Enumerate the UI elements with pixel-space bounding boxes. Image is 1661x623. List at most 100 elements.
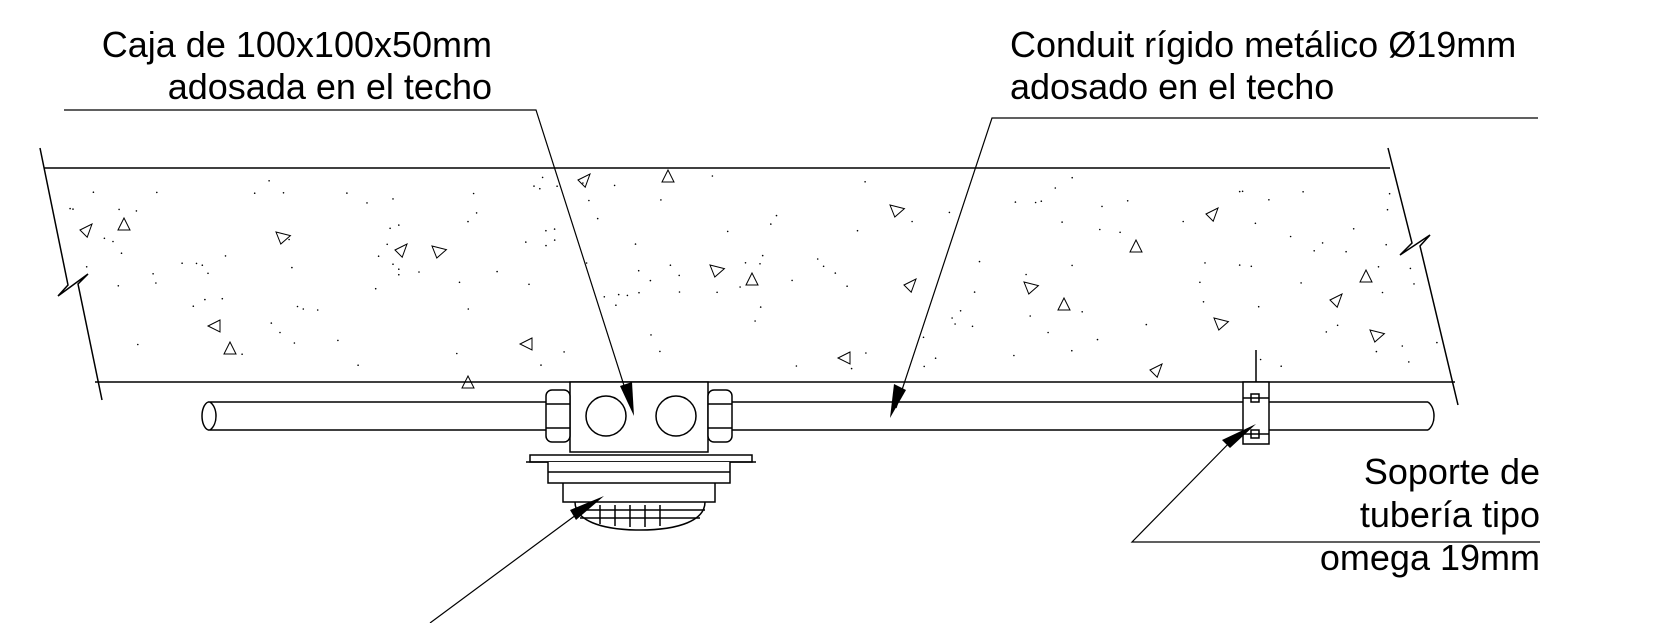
aggregate-dot	[1040, 200, 1043, 202]
aggregate-dot	[739, 286, 741, 288]
aggregate-dot	[533, 185, 535, 187]
aggregate-dot	[1352, 228, 1355, 230]
aggregate-dot	[978, 260, 981, 263]
aggregate-dot	[291, 266, 293, 269]
aggregate-triangle	[1369, 329, 1386, 343]
aggregate-dot	[1313, 250, 1315, 252]
leader-box	[64, 109, 629, 399]
aggregate-dot	[337, 339, 339, 342]
omega-pipe-support	[1242, 350, 1270, 445]
aggregate-dot	[398, 268, 400, 271]
aggregate-dot	[1257, 305, 1260, 308]
aggregate-triangle	[661, 168, 675, 183]
aggregate-dot	[1250, 265, 1253, 268]
aggregate-triangle	[461, 374, 475, 389]
aggregate-dot	[556, 185, 558, 187]
aggregate-dot	[156, 191, 158, 194]
aggregate-dot	[553, 228, 556, 230]
concrete-aggregate	[69, 168, 1438, 389]
aggregate-triangle	[394, 242, 408, 259]
aggregate-dot	[357, 364, 359, 367]
aggregate-dot	[1436, 341, 1438, 344]
aggregate-dot	[626, 294, 629, 297]
aggregate-triangle	[79, 222, 93, 239]
aggregate-dot	[649, 279, 652, 282]
conduit-label-line1: Conduit rígido metálico Ø19mm	[1010, 24, 1517, 65]
aggregate-dot	[204, 298, 206, 301]
aggregate-triangle	[577, 172, 591, 189]
aggregate-dot	[1254, 222, 1257, 225]
aggregate-dot	[613, 184, 616, 187]
aggregate-dot	[1061, 221, 1063, 223]
aggregate-dot	[377, 255, 380, 257]
aggregate-dot	[72, 208, 74, 210]
aggregate-dot	[268, 180, 270, 182]
aggregate-dot	[911, 220, 913, 223]
aggregate-dot	[582, 182, 584, 184]
aggregate-triangle	[1057, 296, 1071, 311]
aggregate-dot	[1238, 264, 1241, 266]
aggregate-dot	[1071, 264, 1073, 267]
aggregate-dot	[959, 310, 962, 312]
aggregate-dot	[1025, 273, 1027, 276]
aggregate-triangle	[275, 231, 292, 245]
aggregate-dot	[603, 296, 606, 298]
aggregate-dot	[118, 208, 120, 211]
aggregate-dot	[288, 238, 290, 241]
aggregate-dot	[1381, 291, 1384, 294]
arrow-luminaire	[570, 496, 604, 520]
aggregate-dot	[346, 192, 348, 194]
knockout-left	[585, 395, 627, 437]
aggregate-dot	[563, 351, 565, 353]
aggregate-dot	[69, 207, 71, 210]
aggregate-dot	[795, 365, 798, 367]
aggregate-triangle	[431, 245, 448, 259]
luminaire-fixture	[526, 454, 756, 531]
aggregate-dot	[270, 322, 273, 324]
aggregate-triangle	[1149, 362, 1163, 379]
support-label-line3: omega 19mm	[1319, 537, 1540, 578]
aggregate-triangle	[1205, 206, 1219, 223]
aggregate-dot	[137, 343, 139, 346]
aggregate-dot	[201, 264, 204, 267]
aggregate-dot	[1204, 262, 1206, 264]
aggregate-dot	[152, 273, 154, 275]
aggregate-dot	[754, 320, 756, 322]
aggregate-dot	[1375, 350, 1378, 353]
aggregate-dot	[1386, 208, 1389, 211]
right-break-line	[1387, 147, 1459, 406]
aggregate-dot	[1199, 281, 1201, 284]
aggregate-dot	[467, 220, 469, 223]
aggregate-dot	[541, 176, 544, 179]
aggregate-dot	[637, 269, 640, 272]
aggregate-dot	[615, 304, 617, 307]
aggregate-dot	[669, 264, 672, 267]
aggregate-dot	[279, 331, 281, 334]
aggregate-dot	[1182, 220, 1184, 223]
aggregate-dot	[1325, 331, 1328, 333]
aggregate-dot	[316, 309, 319, 311]
aggregate-dot	[1289, 235, 1292, 238]
aggregate-dot	[775, 214, 778, 217]
aggregate-dot	[1034, 201, 1037, 204]
aggregate-dot	[85, 266, 88, 268]
aggregate-dot	[954, 323, 956, 325]
aggregate-dot	[472, 192, 475, 195]
conduit-label: Conduit rígido metálico Ø19mm adosado en…	[1010, 24, 1650, 108]
aggregate-dot	[112, 240, 114, 243]
aggregate-dot	[389, 227, 391, 230]
aggregate-dot	[528, 283, 530, 286]
aggregate-dot	[634, 243, 637, 245]
aggregate-triangle	[745, 271, 759, 286]
aggregate-triangle	[709, 264, 726, 278]
aggregate-dot	[92, 191, 95, 193]
aggregate-dot	[540, 364, 542, 366]
aggregate-dot	[1029, 315, 1031, 317]
box-label-line1: Caja de 100x100x50mm	[101, 24, 492, 65]
aggregate-triangle	[836, 351, 851, 365]
aggregate-dot	[1321, 242, 1324, 244]
aggregate-dot	[726, 230, 729, 233]
aggregate-dot	[973, 291, 976, 293]
aggregate-dot	[545, 244, 547, 247]
